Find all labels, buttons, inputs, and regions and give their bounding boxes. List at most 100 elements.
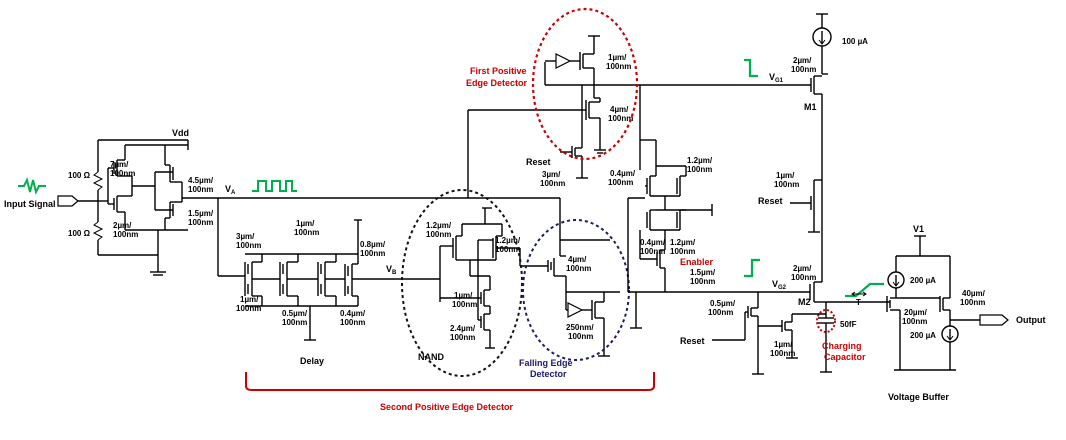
- vg1-step-waveform: [744, 58, 758, 78]
- reset1-label: Reset: [526, 157, 551, 167]
- falling-edge-detector: 4µm/ 100nm 250nm/ 100nm Falling Edge Det…: [519, 198, 620, 379]
- svg-text:100nm: 100nm: [340, 318, 365, 327]
- fped-buffer-icon: [555, 53, 572, 69]
- voltage-buffer-label: Voltage Buffer: [888, 392, 949, 402]
- svg-text:4µm/: 4µm/: [610, 105, 629, 114]
- enabler-label: Enabler: [680, 257, 714, 267]
- svg-text:100nm: 100nm: [188, 218, 213, 227]
- v1-label: V1: [913, 224, 924, 234]
- svg-text:0.5µm/: 0.5µm/: [710, 299, 736, 308]
- svg-text:200 µA: 200 µA: [910, 276, 936, 285]
- fe-buffer-icon: [567, 302, 584, 318]
- vdd-label: Vdd: [172, 128, 189, 138]
- svg-text:1µm/: 1µm/: [240, 295, 259, 304]
- svg-text:1.2µm/: 1.2µm/: [670, 238, 696, 247]
- m2-label: M2: [798, 297, 811, 307]
- svg-text:100nm: 100nm: [452, 300, 477, 309]
- svg-text:100nm: 100nm: [791, 273, 816, 282]
- first-ped-highlight: [531, 7, 639, 161]
- svg-text:1µm/: 1µm/: [776, 171, 795, 180]
- vb-label: VB: [386, 264, 397, 276]
- delay-label: Delay: [300, 356, 324, 366]
- svg-text:1.5µm/: 1.5µm/: [188, 209, 214, 218]
- vg2-step-waveform: [744, 258, 760, 278]
- second-ped-label: Second Positive Edge Detector: [380, 402, 514, 412]
- vg1-label: VG1: [769, 72, 784, 84]
- svg-text:1.2µm/: 1.2µm/: [426, 221, 452, 230]
- svg-text:40µm/: 40µm/: [962, 289, 986, 298]
- svg-text:250nm/: 250nm/: [566, 323, 594, 332]
- svg-text:4.5µm/: 4.5µm/: [188, 176, 214, 185]
- svg-text:100nm: 100nm: [708, 308, 733, 317]
- voltage-buffer: V1 200 µA 200 µA 20µm/ 100nm 40µm/ 100nm: [886, 224, 1046, 402]
- svg-text:1µm/: 1µm/: [454, 291, 473, 300]
- svg-text:100nm: 100nm: [110, 169, 135, 178]
- svg-text:2µm/: 2µm/: [793, 56, 812, 65]
- svg-text:100nm: 100nm: [113, 230, 138, 239]
- svg-text:100 µA: 100 µA: [842, 37, 868, 46]
- svg-text:0.5µm/: 0.5µm/: [282, 309, 308, 318]
- delay-chain: 3µm/ 100nm 1µm/ 100nm 0.8µm/ 100nm 1µm/ …: [217, 198, 440, 366]
- resistor-divider: 100 Ω 100 Ω: [68, 140, 104, 255]
- svg-text:100nm: 100nm: [495, 245, 520, 254]
- svg-text:100nm: 100nm: [450, 333, 475, 342]
- svg-text:2µm/: 2µm/: [113, 221, 132, 230]
- svg-text:1.2µm/: 1.2µm/: [687, 156, 713, 165]
- output-label: Output: [1016, 315, 1046, 325]
- m1-label: M1: [804, 102, 817, 112]
- output-arrow: [979, 314, 1009, 326]
- reset2-label: Reset: [758, 196, 783, 206]
- input-noise-waveform: [18, 177, 46, 195]
- ramp-waveform: [845, 282, 884, 298]
- svg-text:100nm: 100nm: [236, 304, 261, 313]
- svg-text:100nm: 100nm: [960, 298, 985, 307]
- charging-capacitor: 50fF Charging Capacitor: [818, 310, 866, 373]
- svg-text:Detector: Detector: [530, 369, 567, 379]
- svg-text:7µm/: 7µm/: [110, 160, 129, 169]
- svg-text:100nm: 100nm: [791, 65, 816, 74]
- falling-edge-label: Falling Edge: [519, 358, 573, 368]
- svg-text:100nm: 100nm: [540, 179, 565, 188]
- first-ped-label: First Positive: [470, 66, 527, 76]
- svg-text:100nm: 100nm: [608, 114, 633, 123]
- svg-text:4µm/: 4µm/: [568, 255, 587, 264]
- va-label: VA: [225, 184, 236, 196]
- svg-text:100nm: 100nm: [236, 241, 261, 250]
- input-inverter-1: 7µm/ 100nm 2µm/ 100nm: [98, 144, 188, 239]
- svg-text:100nm: 100nm: [606, 62, 631, 71]
- svg-text:Edge Detector: Edge Detector: [466, 78, 528, 88]
- svg-text:100nm: 100nm: [426, 230, 451, 239]
- svg-text:100nm: 100nm: [608, 178, 633, 187]
- svg-text:100nm: 100nm: [687, 165, 712, 174]
- svg-text:0.4µm/: 0.4µm/: [640, 238, 666, 247]
- svg-text:Charging: Charging: [822, 341, 862, 351]
- svg-text:100nm: 100nm: [360, 249, 385, 258]
- svg-text:Capacitor: Capacitor: [824, 352, 866, 362]
- svg-text:100nm: 100nm: [770, 349, 795, 358]
- capacitor-highlight: [816, 309, 836, 333]
- vg2-label: VG2: [772, 279, 787, 291]
- svg-text:100nm: 100nm: [902, 317, 927, 326]
- svg-text:100nm: 100nm: [294, 228, 319, 237]
- svg-text:1µm/: 1µm/: [774, 340, 793, 349]
- svg-text:100nm: 100nm: [566, 264, 591, 273]
- svg-text:3µm/: 3µm/: [542, 170, 561, 179]
- svg-text:50fF: 50fF: [840, 320, 857, 329]
- svg-text:0.4µm/: 0.4µm/: [340, 309, 366, 318]
- r-top-label: 100 Ω: [68, 171, 91, 180]
- svg-text:3µm/: 3µm/: [236, 232, 255, 241]
- reset3-label: Reset: [680, 336, 705, 346]
- svg-text:0.4µm/: 0.4µm/: [610, 169, 636, 178]
- svg-text:100nm: 100nm: [774, 180, 799, 189]
- m1-stage: 100 µA 2µm/ 100nm VG1 M1: [744, 13, 868, 272]
- svg-text:100nm: 100nm: [640, 247, 665, 256]
- svg-text:0.8µm/: 0.8µm/: [360, 240, 386, 249]
- svg-text:2.4µm/: 2.4µm/: [450, 324, 476, 333]
- input-inverter-2: 4.5µm/ 100nm 1.5µm/ 100nm: [132, 145, 214, 230]
- nand-highlight: [401, 189, 523, 377]
- svg-text:200 µA: 200 µA: [910, 331, 936, 340]
- first-positive-edge-detector: 1µm/ 100nm 4µm/ 100nm First Positive Edg…: [466, 35, 810, 188]
- svg-text:100nm: 100nm: [188, 185, 213, 194]
- svg-text:100nm: 100nm: [690, 277, 715, 286]
